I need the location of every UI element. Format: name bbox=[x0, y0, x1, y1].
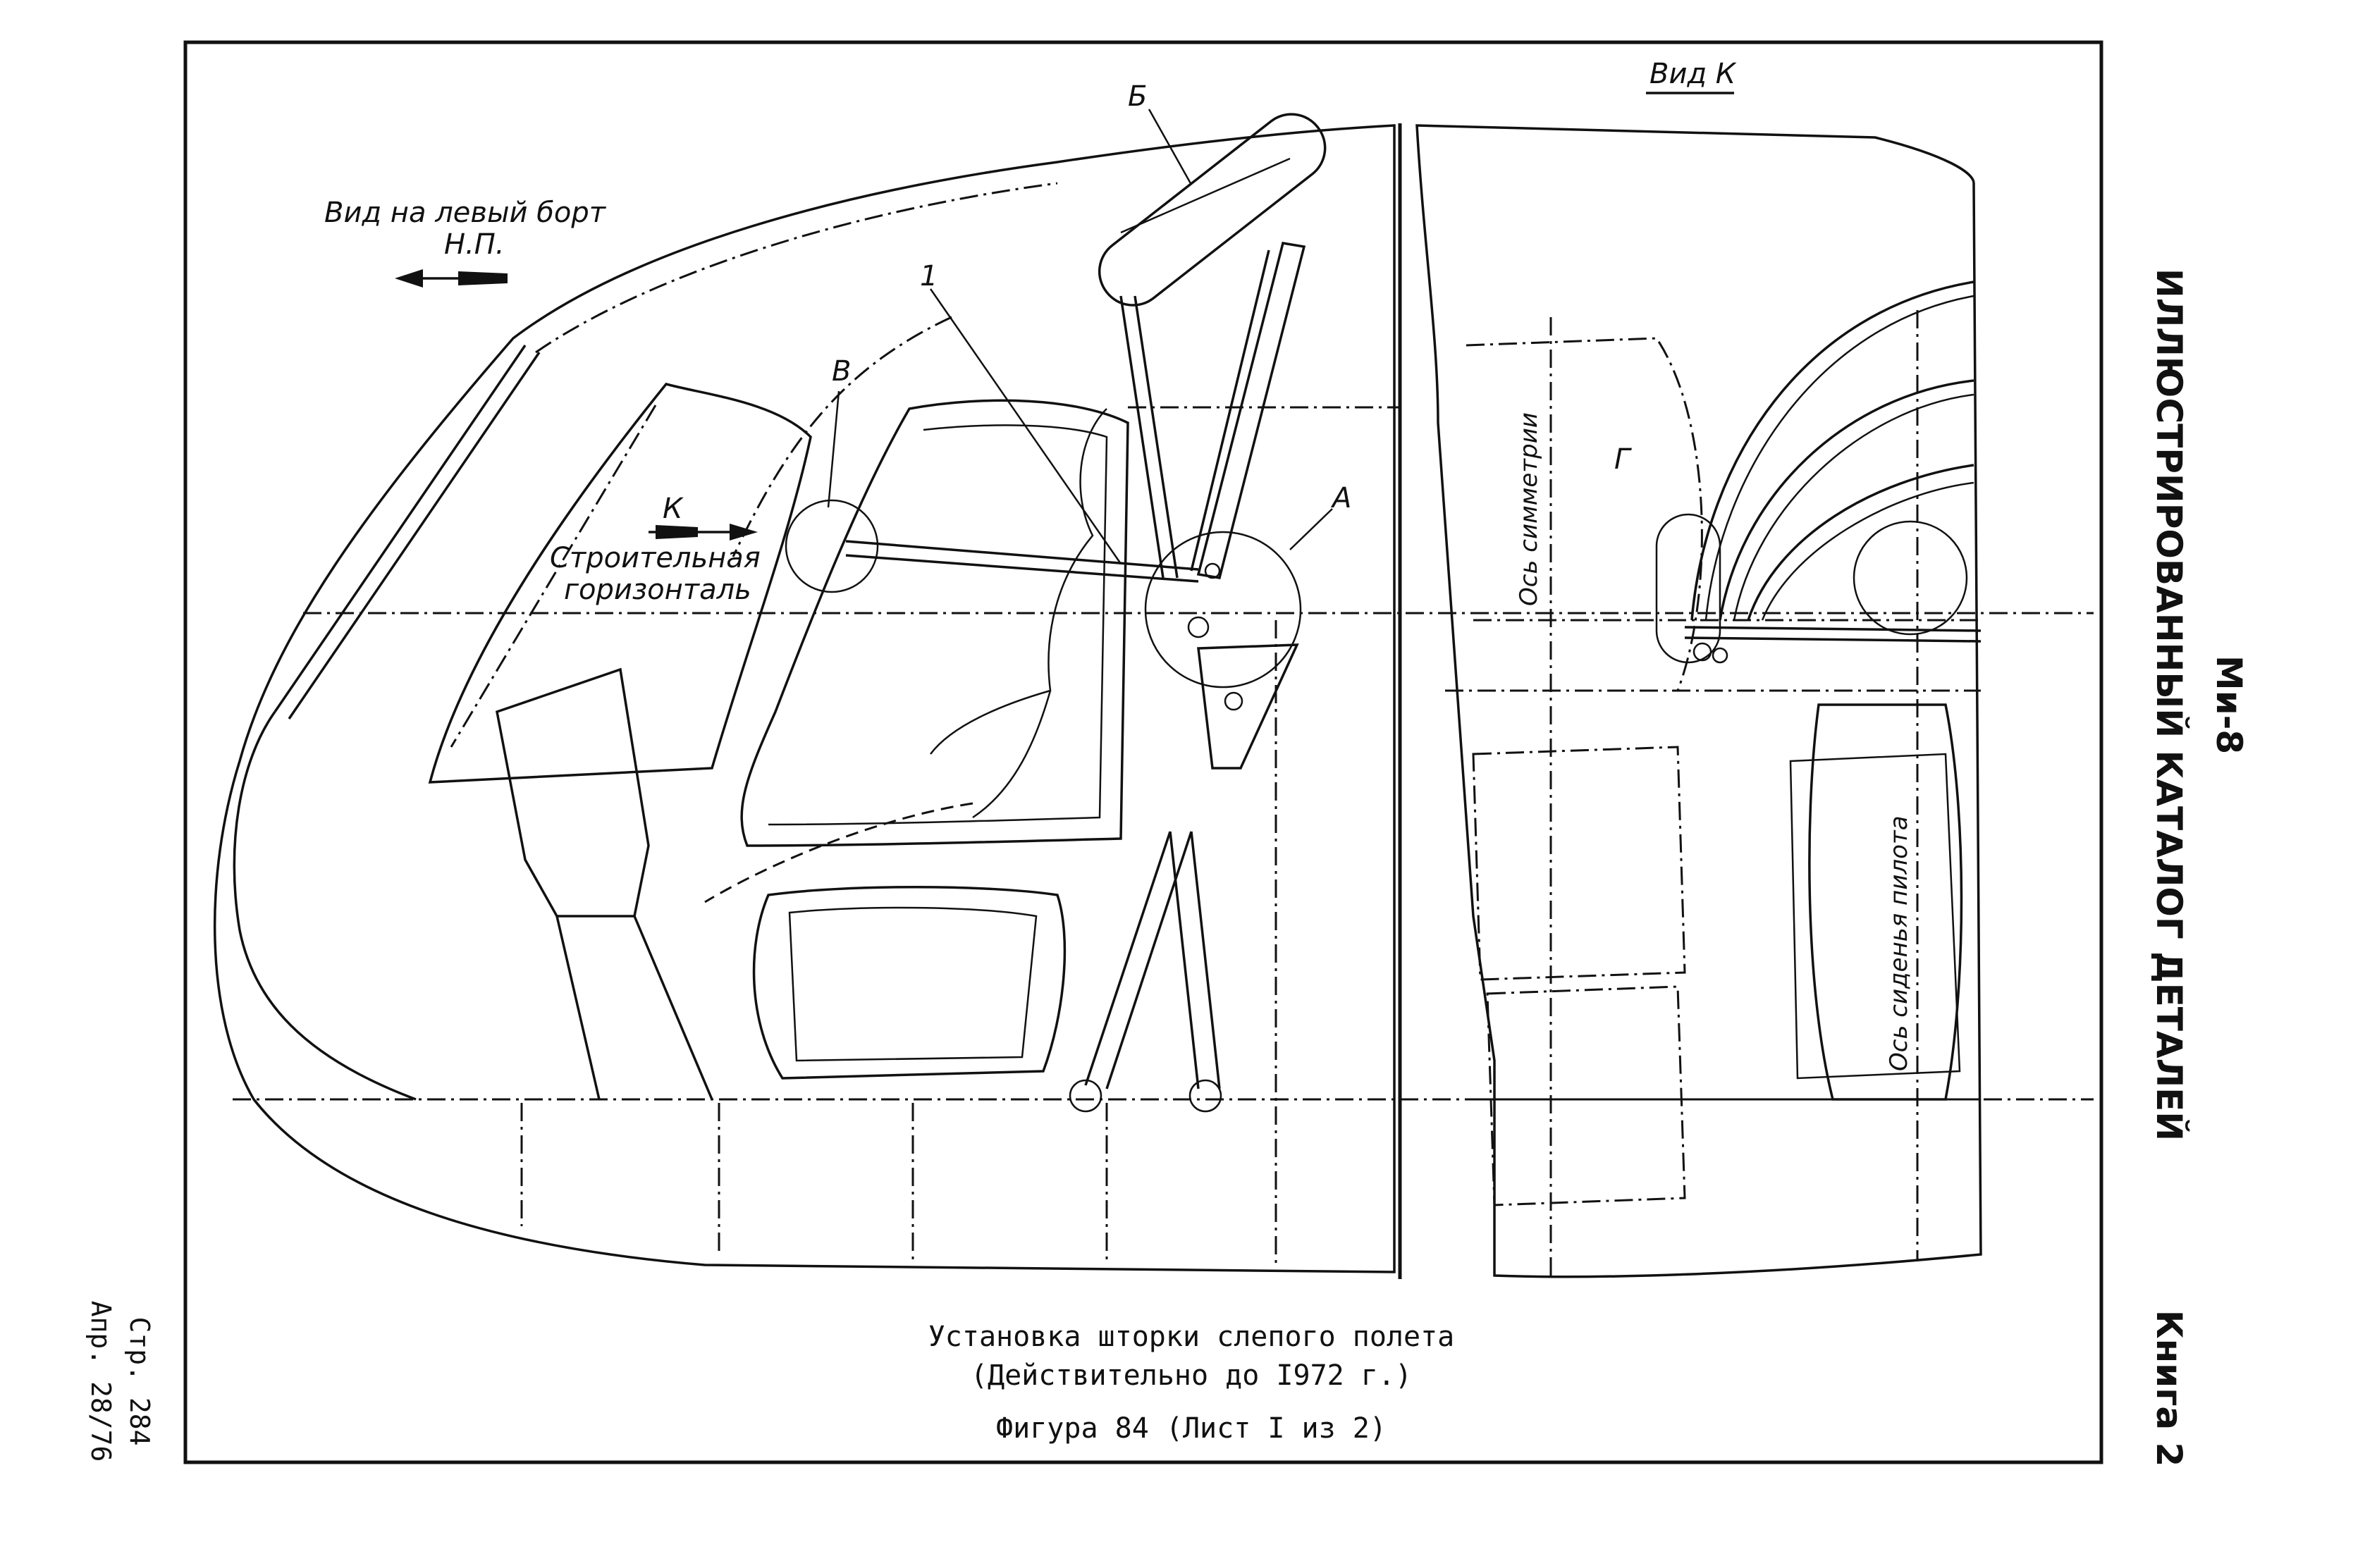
detail-circle-g bbox=[1655, 513, 1721, 664]
view-k-seat-inner bbox=[1789, 753, 1961, 1080]
caption-validity: (Действительно до I972 г.) bbox=[971, 1359, 1412, 1392]
view-k-rod bbox=[1684, 626, 1982, 643]
header-model: Ми-8 bbox=[2208, 655, 2249, 754]
label-construction-1: Строительная bbox=[550, 542, 761, 574]
label-k-arrow: К bbox=[663, 493, 684, 525]
curtain-strip bbox=[1190, 242, 1306, 579]
detail-circle-v bbox=[785, 499, 879, 593]
view-k bbox=[1415, 92, 1982, 1278]
leader-b bbox=[1148, 109, 1193, 185]
leader-1 bbox=[929, 288, 1122, 564]
detail-circle-right bbox=[1853, 520, 1968, 636]
window-frame-dashed bbox=[732, 316, 952, 557]
drawing-frame bbox=[183, 40, 2103, 1464]
side-window bbox=[740, 399, 1129, 847]
label-construction-2: горизонталь bbox=[564, 574, 751, 606]
label-view-left-side: Вид на левый борт bbox=[324, 197, 607, 229]
page-number: Стр. 284 bbox=[124, 1316, 155, 1445]
callout-1: 1 bbox=[920, 260, 938, 292]
curtain-arcs bbox=[1690, 280, 1974, 621]
cockpit-frame-front bbox=[274, 345, 541, 720]
caption-figure: Фигура 84 (Лист I из 2) bbox=[996, 1412, 1387, 1445]
page-date: Апр. 28/76 bbox=[85, 1301, 116, 1462]
header-catalog-title: ИЛЛЮСТРИРОВАННЫЙ КАТАЛОГ ДЕТАЛЕЙ bbox=[2149, 268, 2190, 1141]
lower-panel bbox=[752, 886, 1067, 1080]
header-book: Книга 2 bbox=[2149, 1310, 2189, 1467]
label-np: Н.П. bbox=[444, 228, 505, 261]
windshield-inner bbox=[450, 405, 657, 748]
callout-b: Б bbox=[1128, 80, 1147, 113]
canopy-dashdot bbox=[535, 182, 1058, 354]
fuselage-outline bbox=[214, 124, 1396, 1273]
seat-dashed bbox=[704, 802, 973, 903]
curtain-assembly bbox=[785, 109, 1333, 1113]
view-k-sidewall bbox=[1466, 337, 1703, 691]
lower-panel-inner bbox=[788, 906, 1038, 1062]
main-view bbox=[214, 109, 2094, 1273]
leader-a bbox=[1289, 508, 1333, 550]
caption-title: Установка шторки слепого полета bbox=[928, 1321, 1455, 1353]
view-k-panel-1 bbox=[1472, 746, 1686, 981]
detail-circle-a bbox=[1144, 531, 1302, 689]
leader-v bbox=[827, 390, 840, 508]
tie-rod bbox=[845, 540, 1199, 583]
direction-arrow-np bbox=[395, 269, 508, 288]
view-k-panel-2 bbox=[1486, 985, 1686, 1206]
guide-rod-1 bbox=[1119, 295, 1165, 579]
view-k-outline bbox=[1415, 124, 1982, 1278]
support-strut bbox=[1084, 831, 1221, 1089]
callout-a: А bbox=[1330, 482, 1351, 514]
pedestal-column bbox=[555, 915, 713, 1100]
windshield-panel bbox=[428, 383, 812, 784]
guide-rod-2 bbox=[1134, 295, 1179, 579]
label-axis-pilot-seat: Ось сиденья пилота bbox=[1885, 815, 1913, 1071]
instrument-pedestal bbox=[495, 667, 650, 918]
label-axis-symmetry: Ось симметрии bbox=[1515, 412, 1543, 606]
mechanism-bracket bbox=[1197, 643, 1299, 770]
callout-v: В bbox=[832, 355, 851, 388]
curtain-roll bbox=[1098, 113, 1327, 307]
side-window-inner bbox=[768, 424, 1108, 826]
station-lines bbox=[520, 620, 1277, 1268]
view-k-seat bbox=[1808, 703, 1963, 1101]
cockpit-lower-bow bbox=[233, 710, 417, 1101]
view-k-title: Вид К bbox=[1649, 58, 1737, 90]
callout-g: Г bbox=[1614, 443, 1632, 476]
direction-arrow-k bbox=[649, 524, 758, 541]
pilot-sketch bbox=[930, 408, 1107, 819]
